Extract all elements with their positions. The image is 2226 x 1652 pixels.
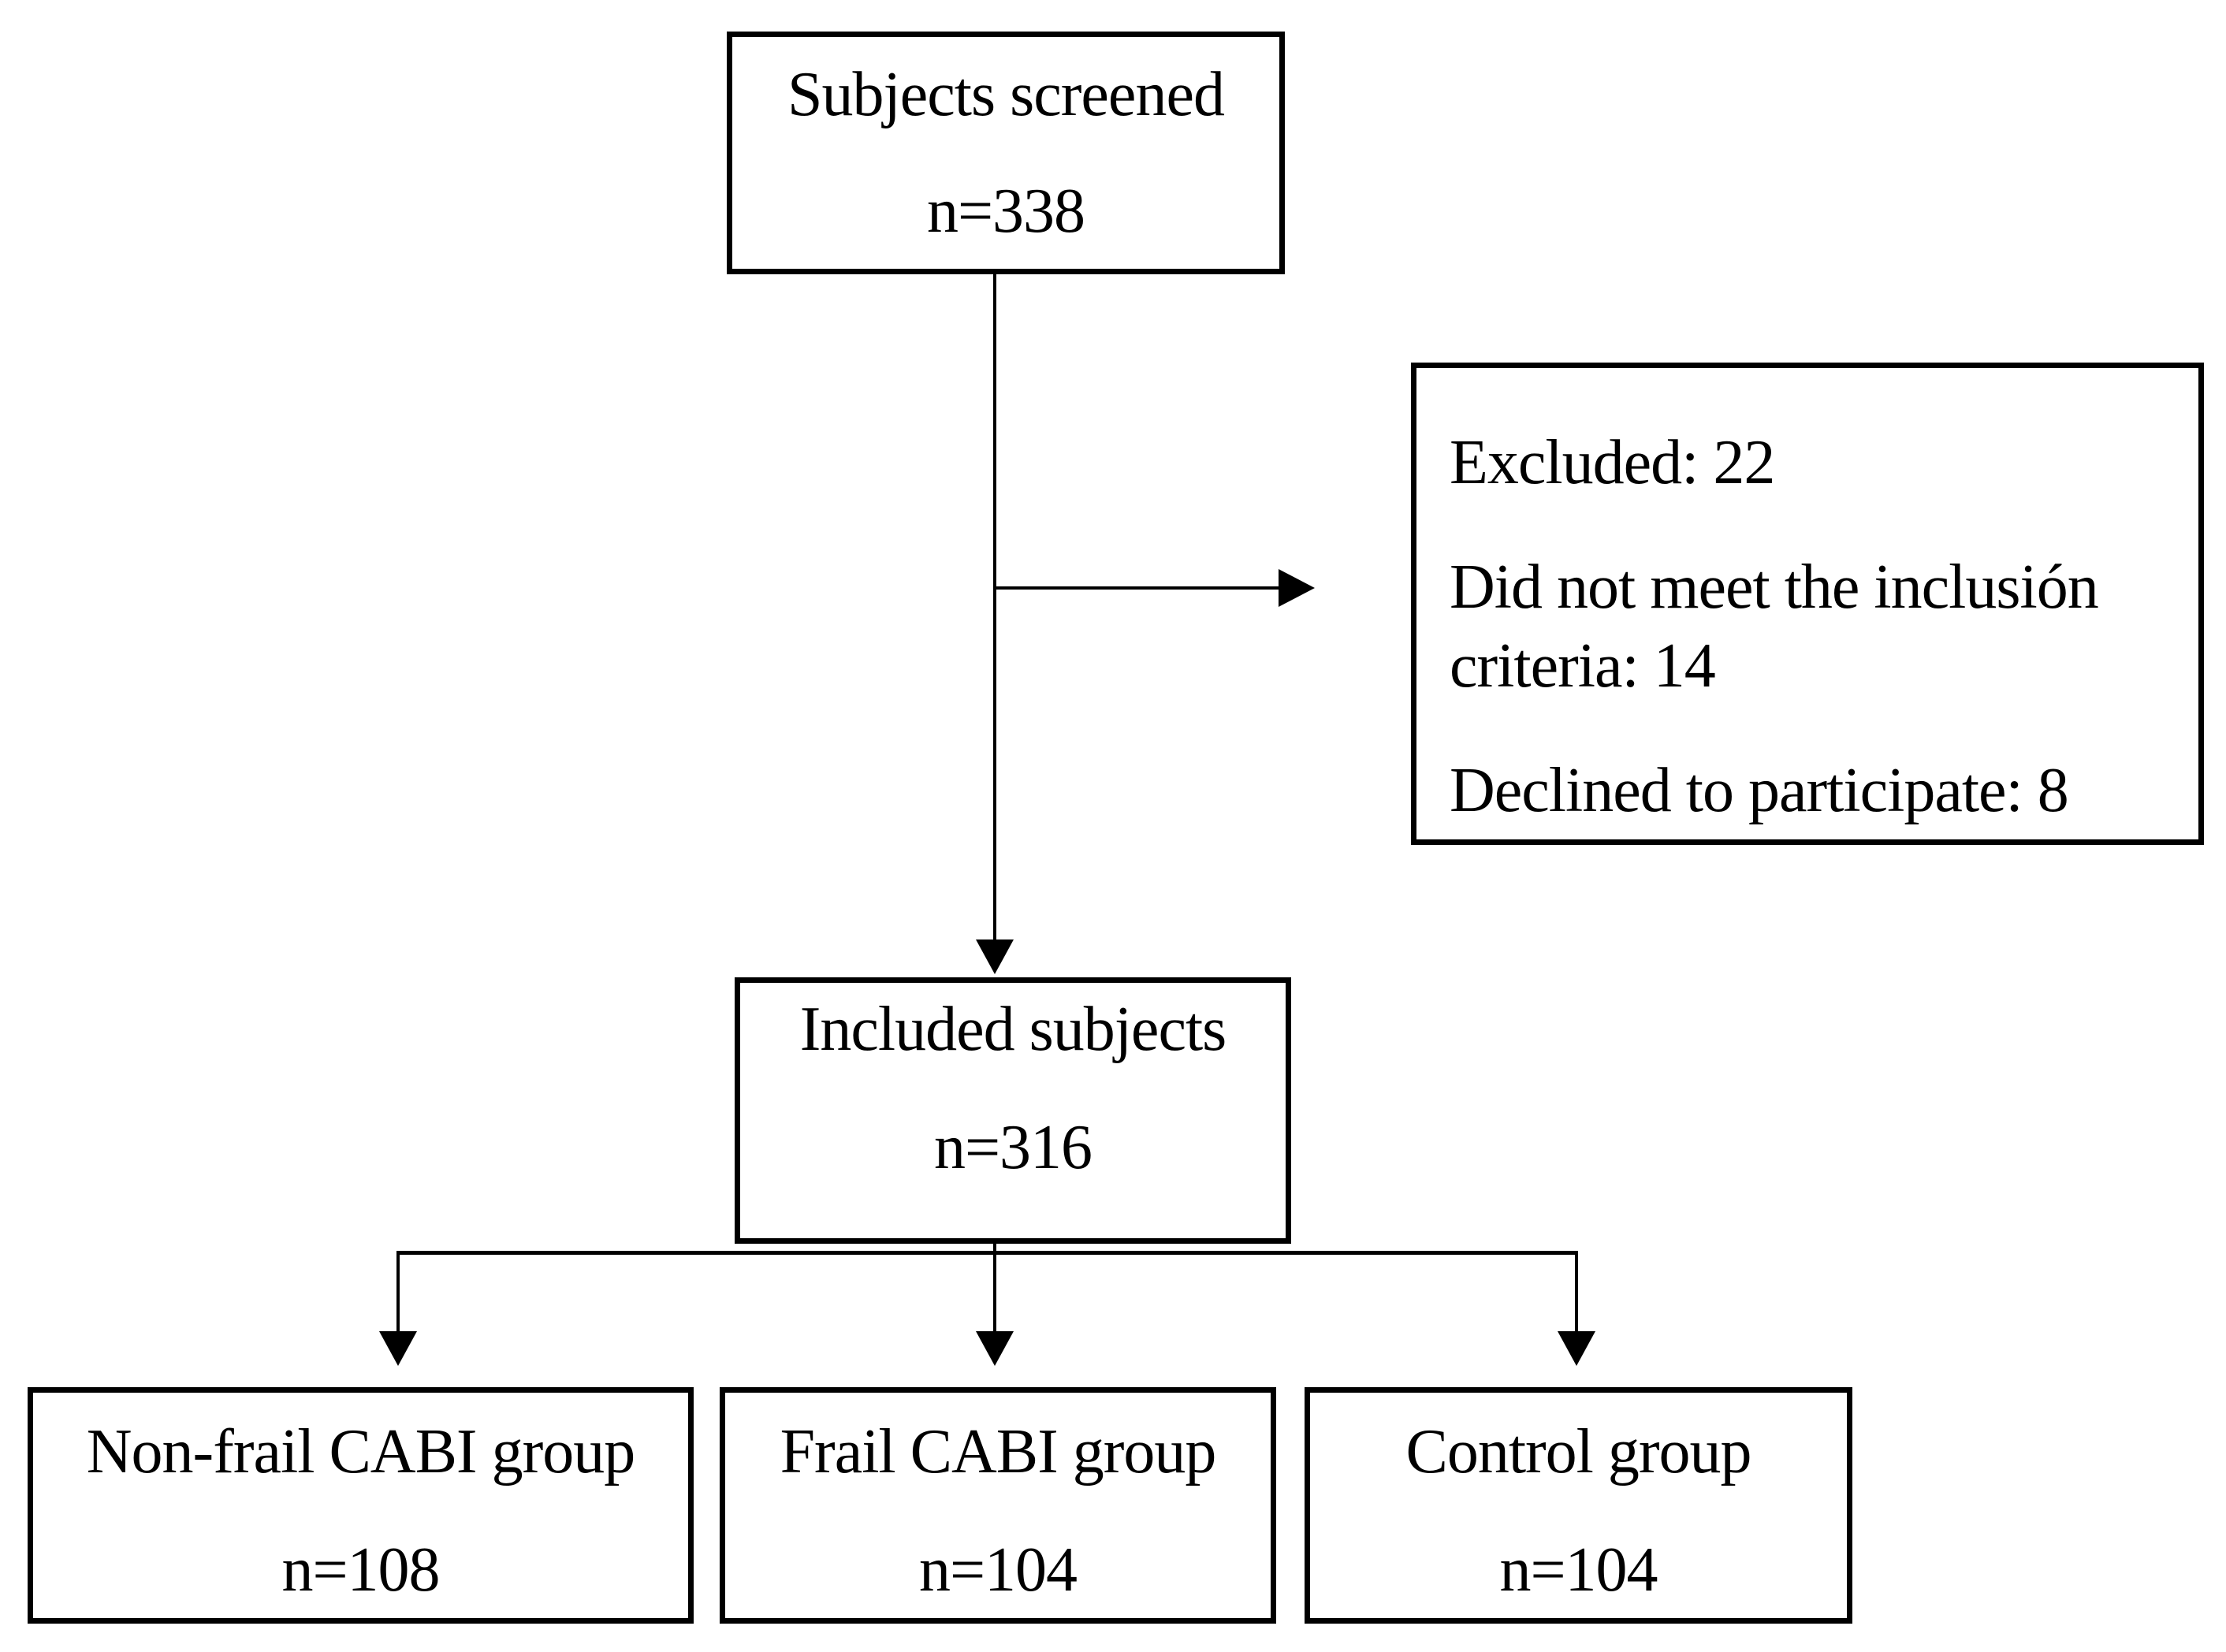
- arrowhead-into-included: [976, 939, 1014, 974]
- connector-screened-to-included: [993, 274, 996, 940]
- excluded-declined: Declined to participate: 8: [1450, 756, 2069, 825]
- control-group-label: Control group: [1405, 1417, 1751, 1486]
- excluded-box: Excluded: 22 Did not meet the inclusión …: [1411, 363, 2204, 845]
- connector-to-nonfrail: [396, 1251, 400, 1332]
- connector-to-excluded: [995, 586, 1279, 590]
- arrowhead-into-nonfrail: [379, 1331, 417, 1366]
- subjects-screened-count: n=338: [926, 177, 1085, 246]
- included-subjects-label: Included subjects: [799, 995, 1227, 1064]
- included-subjects-count: n=316: [933, 1113, 1093, 1182]
- connector-to-control: [1575, 1251, 1578, 1332]
- nonfrail-cabi-group-label: Non-frail CABI group: [86, 1417, 635, 1486]
- subjects-screened-box: Subjects screened n=338: [727, 32, 1285, 274]
- control-group-count: n=104: [1499, 1535, 1658, 1605]
- subjects-screened-label: Subjects screened: [787, 60, 1225, 129]
- included-subjects-box: Included subjects n=316: [735, 977, 1291, 1244]
- arrowhead-into-control: [1558, 1331, 1595, 1366]
- frail-cabi-group-count: n=104: [918, 1535, 1078, 1605]
- excluded-total: Excluded: 22: [1450, 428, 1775, 497]
- control-group-box: Control group n=104: [1305, 1387, 1852, 1624]
- nonfrail-cabi-group-count: n=108: [281, 1535, 440, 1605]
- nonfrail-cabi-group-box: Non-frail CABI group n=108: [28, 1387, 694, 1624]
- arrowhead-into-excluded: [1279, 569, 1315, 607]
- distributor-line: [396, 1251, 1578, 1255]
- excluded-inclusion-criteria: Did not meet the inclusión criteria: 14: [1450, 553, 2099, 701]
- frail-cabi-group-box: Frail CABI group n=104: [720, 1387, 1276, 1624]
- connector-included-to-groups: [993, 1244, 996, 1332]
- frail-cabi-group-label: Frail CABI group: [780, 1417, 1217, 1486]
- arrowhead-into-frail: [976, 1331, 1014, 1366]
